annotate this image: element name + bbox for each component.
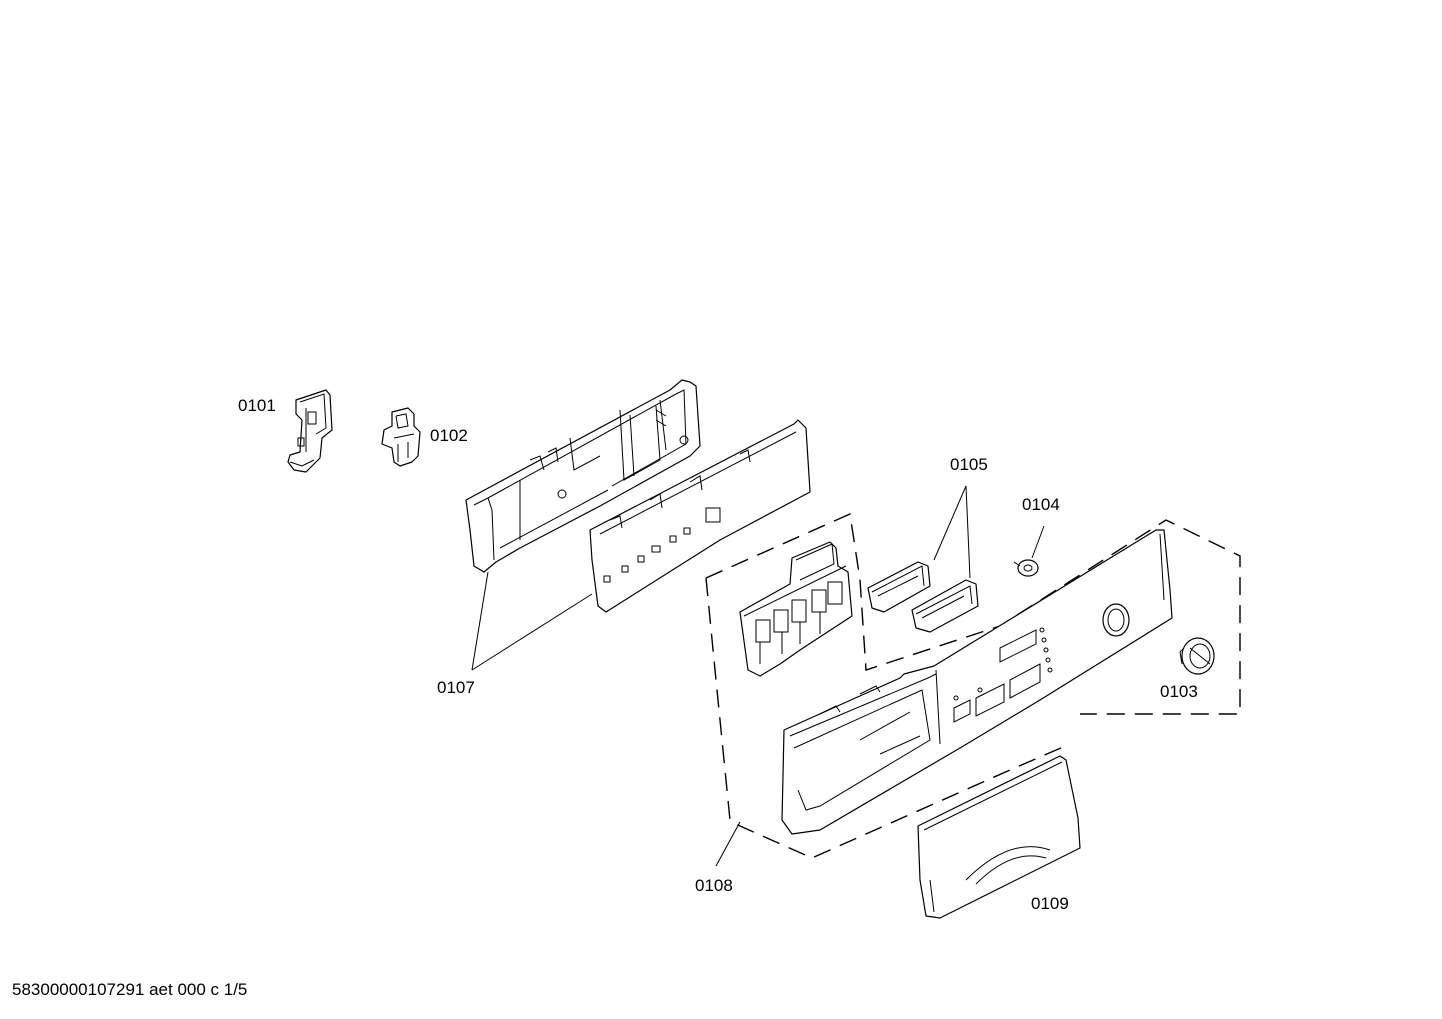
part-0105-light-guides [867, 561, 979, 633]
part-0101-bracket [287, 389, 333, 473]
callout-0102: 0102 [430, 426, 468, 445]
callout-labels: 0101 0102 0105 0104 0107 0103 0108 0109 [238, 396, 1198, 913]
callout-0101: 0101 [238, 396, 276, 415]
part-0104-shaft [1013, 525, 1045, 577]
leader-lines-0105 [933, 485, 971, 579]
callout-0103: 0103 [1160, 682, 1198, 701]
callout-0107: 0107 [437, 678, 475, 697]
part-0102-sensor [381, 407, 421, 467]
part-0108-control-panel [715, 529, 1173, 867]
document-reference: 58300000107291 aet 000 c 1/5 [12, 980, 248, 999]
part-button-carrier [739, 541, 853, 677]
callout-0108: 0108 [695, 876, 733, 895]
leader-lines-0107 [471, 571, 593, 671]
part-0103-knob [1179, 637, 1215, 675]
callout-0105: 0105 [950, 455, 988, 474]
callout-0104: 0104 [1022, 495, 1060, 514]
part-0107-housing [465, 379, 701, 573]
part-0109-drawer-handle [917, 755, 1081, 919]
part-0107-circuit-board [589, 419, 811, 613]
callout-0109: 0109 [1031, 894, 1069, 913]
